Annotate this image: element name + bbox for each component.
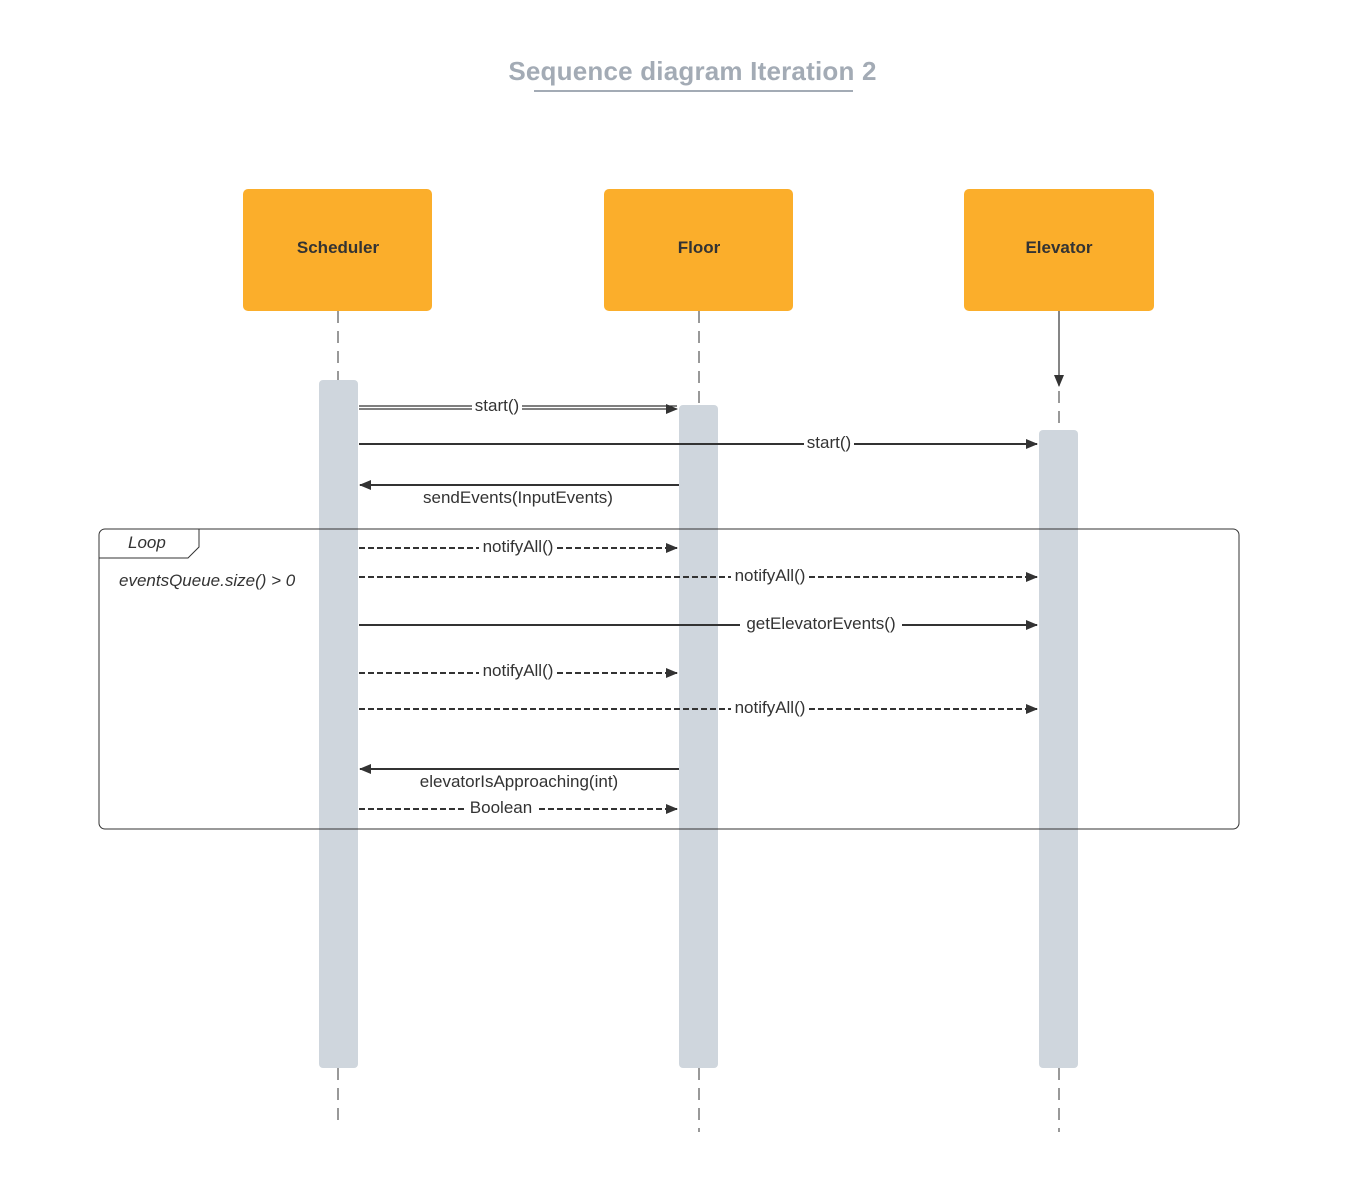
message-start-elevator-label: start() [807, 433, 851, 452]
activation-elevator[interactable] [1039, 430, 1078, 1068]
message-boolean-return[interactable]: Boolean [359, 798, 678, 818]
message-notify-elevator-1[interactable]: notifyAll() [359, 566, 1038, 586]
actor-floor[interactable]: Floor [604, 189, 793, 311]
message-send-events-label: sendEvents(InputEvents) [423, 488, 613, 507]
message-elevator-approaching-label: elevatorIsApproaching(int) [420, 772, 618, 791]
message-start-elevator[interactable]: start() [359, 433, 1038, 453]
message-send-events[interactable]: sendEvents(InputEvents) [359, 480, 679, 507]
message-notify-floor-1[interactable]: notifyAll() [359, 537, 678, 557]
message-start-floor-label: start() [475, 396, 519, 415]
actor-elevator[interactable]: Elevator [964, 189, 1154, 311]
loop-guard: eventsQueue.size() > 0 [119, 571, 296, 590]
message-notify-elevator-1-label: notifyAll() [735, 566, 806, 585]
message-elevator-approaching[interactable]: elevatorIsApproaching(int) [359, 764, 679, 791]
message-start-floor[interactable]: start() [359, 396, 678, 416]
actor-elevator-label: Elevator [1025, 238, 1092, 257]
message-notify-floor-1-label: notifyAll() [483, 537, 554, 556]
message-notify-floor-2[interactable]: notifyAll() [359, 661, 678, 682]
activation-scheduler[interactable] [319, 380, 358, 1068]
message-boolean-return-label: Boolean [470, 798, 532, 817]
loop-label: Loop [128, 533, 166, 552]
title-underline [534, 90, 853, 92]
diagram-title: Sequence diagram Iteration 2 [508, 56, 877, 86]
message-notify-floor-2-label: notifyAll() [483, 661, 554, 680]
message-notify-elevator-2-label: notifyAll() [735, 698, 806, 717]
message-get-elevator-events-label: getElevatorEvents() [746, 614, 895, 633]
message-get-elevator-events[interactable]: getElevatorEvents() [359, 614, 1038, 634]
actor-scheduler-label: Scheduler [297, 238, 380, 257]
actor-scheduler[interactable]: Scheduler [243, 189, 432, 311]
message-notify-elevator-2[interactable]: notifyAll() [359, 698, 1038, 718]
activation-floor[interactable] [679, 405, 718, 1068]
loop-frame: Loop eventsQueue.size() > 0 [98, 528, 1240, 830]
actor-floor-label: Floor [678, 238, 721, 257]
